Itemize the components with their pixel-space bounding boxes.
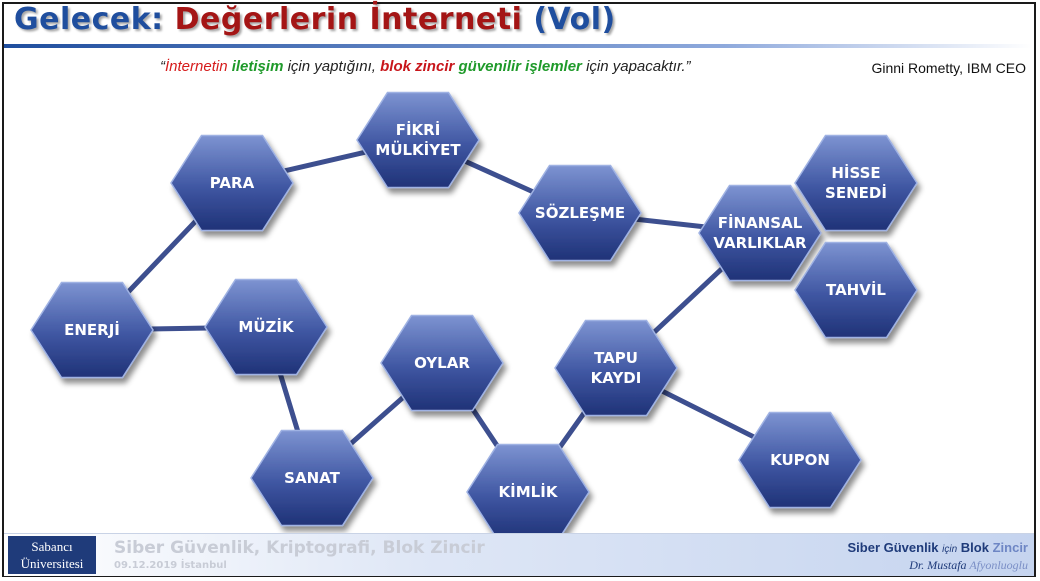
quote-text-1: için yaptığını, — [287, 58, 376, 75]
university-logo: Sabancı Üniversitesi — [8, 536, 96, 574]
hex-label-kimlik: KİMLİK — [499, 482, 559, 501]
title-part-3: (Vol) — [533, 2, 616, 37]
hex-node-tahvil: TAHVİL — [794, 241, 918, 339]
hex-label-hisse: SENEDİ — [825, 183, 887, 202]
hex-label-tahvil: TAHVİL — [826, 280, 886, 299]
hex-shape-sanat — [250, 429, 374, 527]
quote-author: Ginni Rometty, IBM CEO — [871, 60, 1026, 76]
hex-node-para: PARA — [170, 134, 294, 232]
hex-node-sozlesme: SÖZLEŞME — [518, 164, 642, 262]
slide-title: Gelecek: Değerlerin İnterneti (Vol) — [14, 2, 616, 42]
title-underline — [4, 44, 1032, 48]
quote-open: “ — [160, 58, 165, 75]
hex-shape-enerji — [30, 281, 154, 379]
hex-shape-tahvil — [794, 241, 918, 339]
hex-node-finansal: FİNANSAL VARLIKLAR — [698, 184, 822, 282]
logo-line-1: Sabancı — [31, 539, 73, 554]
hex-label-enerji: ENERJİ — [64, 320, 120, 339]
hex-node-enerji: ENERJİ — [30, 281, 154, 379]
hex-label-kupon: KUPON — [770, 451, 830, 469]
quote-word-iletisim: iletişim — [231, 58, 284, 75]
hex-shape-hisse — [794, 134, 918, 232]
hex-label-para: PARA — [210, 174, 255, 192]
brand-part-d: Zincir — [992, 540, 1028, 555]
hex-node-kupon: KUPON — [738, 411, 862, 509]
hex-node-oylar: OYLAR — [380, 314, 504, 412]
hex-node-sanat: SANAT — [250, 429, 374, 527]
footer-bar — [4, 533, 1034, 576]
quote-word-guvenilir: güvenilir işlemler — [458, 58, 582, 75]
title-part-1: Gelecek: — [14, 2, 164, 37]
author-part-b: Afyonluoglu — [969, 558, 1028, 572]
hex-shape-tapu — [554, 319, 678, 417]
quote: “İnternetin iletişim için yaptığını, blo… — [160, 58, 691, 75]
hex-node-tapu: TAPU KAYDI — [554, 319, 678, 417]
brand-label: Siber Güvenlik için Blok Zincir — [847, 540, 1028, 555]
hex-shape-kupon — [738, 411, 862, 509]
hex-label-finansal: FİNANSAL — [718, 213, 803, 232]
hex-shape-sozlesme — [518, 164, 642, 262]
hex-shape-oylar — [380, 314, 504, 412]
hex-node-kimlik: KİMLİK — [466, 443, 590, 541]
brand-part-a: Siber Güvenlik — [847, 540, 939, 555]
course-date: 09.12.2019 İstanbul — [114, 560, 227, 571]
hex-label-fikri: FİKRİ — [396, 120, 441, 139]
hex-shape-fikri — [356, 91, 480, 189]
hex-shape-para — [170, 134, 294, 232]
author-part-a: Dr. Mustafa — [909, 558, 967, 572]
hex-label-sanat: SANAT — [284, 469, 340, 487]
footer-author: Dr. Mustafa Afyonluoglu — [909, 558, 1028, 573]
title-part-2: Değerlerin İnterneti — [174, 2, 523, 37]
hex-label-hisse: HİSSE — [831, 163, 880, 182]
brand-part-c: Blok — [960, 540, 989, 555]
hex-label-tapu: TAPU — [594, 349, 638, 367]
hex-label-tapu: KAYDI — [591, 369, 642, 387]
hex-label-fikri: MÜLKİYET — [375, 140, 461, 159]
quote-word-internet: İnternetin — [165, 58, 228, 75]
quote-text-2: için yapacaktır.” — [586, 58, 691, 75]
brand-part-b: için — [942, 544, 958, 555]
hex-shape-muzik — [204, 278, 328, 376]
course-title: Siber Güvenlik, Kriptografi, Blok Zincir — [114, 538, 485, 558]
hex-label-muzik: MÜZİK — [238, 317, 295, 336]
hex-label-oylar: OYLAR — [414, 354, 470, 372]
quote-word-blok-zincir: blok zincir — [380, 58, 455, 75]
hex-node-muzik: MÜZİK — [204, 278, 328, 376]
hex-label-sozlesme: SÖZLEŞME — [535, 203, 625, 222]
logo-line-2: Üniversitesi — [20, 556, 84, 571]
hex-label-finansal: VARLIKLAR — [713, 234, 807, 252]
hex-shape-finansal — [698, 184, 822, 282]
